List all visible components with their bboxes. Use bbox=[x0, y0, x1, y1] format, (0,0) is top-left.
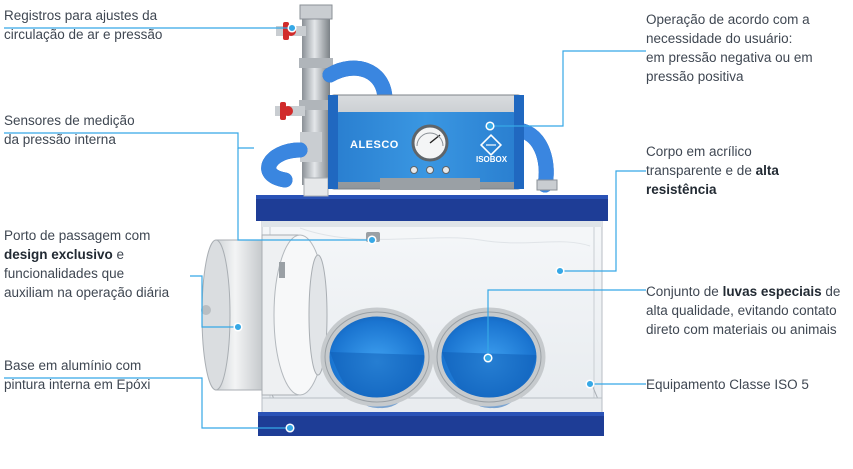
leader-corpo bbox=[560, 170, 646, 272]
leader-base bbox=[4, 377, 290, 429]
callout-operacao-line2: necessidade do usuário: bbox=[646, 31, 793, 46]
alesco-brand: ALESCO bbox=[350, 139, 399, 151]
blue-hoses bbox=[261, 60, 554, 193]
callout-sensores-line2: da pressão interna bbox=[4, 132, 116, 147]
leader-sensores-branch bbox=[237, 148, 372, 241]
callout-luvas-line2: alta qualidade, evitando contato bbox=[646, 303, 837, 318]
callout-operacao-line4: pressão positiva bbox=[646, 69, 744, 84]
callout-corpo: Corpo em acrílico transparente e de alta… bbox=[646, 142, 846, 199]
callout-operacao-line1: Operação de acordo com a bbox=[646, 12, 810, 27]
callout-registros-line2: circulação de ar e pressão bbox=[4, 27, 163, 42]
callout-luvas-line3: direto com materiais ou animais bbox=[646, 322, 837, 337]
callout-base: Base em alumínio com pintura interna em … bbox=[4, 356, 194, 394]
callout-corpo-line3: resistência bbox=[646, 182, 717, 197]
leader-luvas bbox=[487, 289, 646, 358]
pass-through-port bbox=[201, 234, 328, 396]
leader-operacao bbox=[490, 50, 646, 127]
control-knobs bbox=[410, 166, 450, 174]
callout-corpo-line1: Corpo em acrílico bbox=[646, 144, 752, 159]
callout-porto-line3: funcionalidades que bbox=[4, 266, 125, 281]
glove-port-left bbox=[320, 307, 434, 409]
callout-corpo-line2: transparente e de alta bbox=[646, 163, 779, 178]
top-frame bbox=[256, 195, 608, 221]
aluminum-base bbox=[258, 397, 604, 436]
callout-registros-line1: Registros para ajustes da bbox=[4, 8, 158, 23]
leader-porto bbox=[190, 275, 238, 328]
callout-base-line1: Base em alumínio com bbox=[4, 358, 142, 373]
callout-dots bbox=[233, 23, 595, 433]
callout-porto-line2: design exclusivo e bbox=[4, 247, 125, 262]
callout-porto-line1: Porto de passagem com bbox=[4, 228, 151, 243]
leader-sensores bbox=[4, 132, 254, 149]
isobox-logo-icon bbox=[479, 133, 503, 157]
callout-porto: Porto de passagem com design exclusivo e… bbox=[4, 226, 204, 302]
callout-lines bbox=[4, 27, 646, 429]
pressure-gauge-icon bbox=[411, 124, 449, 162]
callout-luvas-line1: Conjunto de luvas especiais de bbox=[646, 284, 841, 299]
callout-sensores-line1: Sensores de medição bbox=[4, 113, 135, 128]
callout-sensores: Sensores de medição da pressão interna bbox=[4, 111, 194, 149]
callout-porto-line4: auxiliam na operação diária bbox=[4, 285, 170, 300]
callout-iso: Equipamento Classe ISO 5 bbox=[646, 375, 846, 394]
callout-registros: Registros para ajustes da circulação de … bbox=[4, 6, 194, 44]
callout-base-line2: pintura interna em Epóxi bbox=[4, 377, 151, 392]
isobox-brand: ISOBOX bbox=[476, 155, 508, 164]
callout-luvas: Conjunto de luvas especiais de alta qual… bbox=[646, 282, 851, 339]
callout-operacao: Operação de acordo com a necessidade do … bbox=[646, 10, 846, 86]
callout-iso-line1: Equipamento Classe ISO 5 bbox=[646, 377, 809, 392]
callout-operacao-line3: em pressão negativa ou em bbox=[646, 50, 813, 65]
red-valve-handles bbox=[280, 22, 296, 120]
